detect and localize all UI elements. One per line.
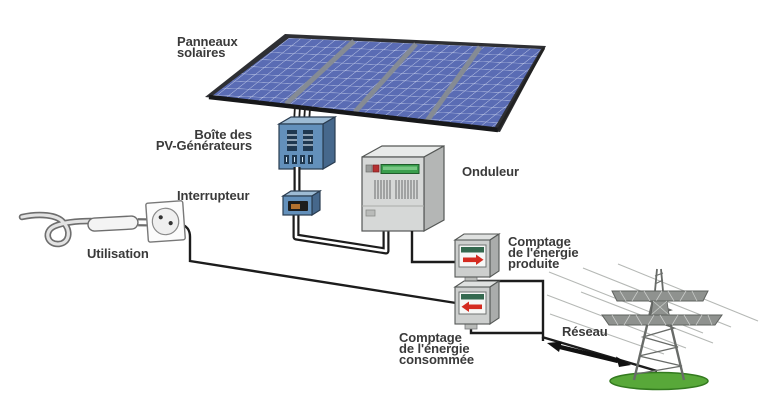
wire-inverter-to-produced-meter bbox=[410, 231, 456, 264]
consumed-energy-meter-icon bbox=[453, 279, 501, 330]
label-comptage-produite: Comptage de l'énergie produite bbox=[508, 234, 579, 272]
cable-switch-to-inverter bbox=[292, 212, 390, 255]
produced-energy-meter-icon bbox=[453, 232, 501, 283]
label-utilisation: Utilisation bbox=[87, 246, 149, 261]
arrow-left-icon bbox=[461, 301, 482, 312]
power-cord bbox=[18, 211, 95, 248]
solar-panel-icon bbox=[205, 34, 546, 133]
power-plug-icon bbox=[87, 215, 154, 232]
label-reseau: Réseau bbox=[562, 324, 608, 339]
label-boite-pv-generateurs: Boîte des PV-Générateurs bbox=[155, 127, 252, 154]
pv-generator-box-icon bbox=[276, 115, 338, 171]
arrow-right-icon bbox=[463, 254, 484, 265]
transmission-tower-icon bbox=[601, 268, 723, 391]
label-comptage-consommee: Comptage de l'énergie consommée bbox=[399, 330, 474, 368]
inverter-display bbox=[380, 164, 420, 174]
label-panneaux-solaires: Panneaux solaires bbox=[177, 34, 238, 61]
grass-mound bbox=[609, 371, 709, 391]
wire-consumed-meter-to-grid bbox=[469, 327, 543, 335]
switch-icon bbox=[280, 189, 323, 217]
wire-socket-to-consumed-meter bbox=[179, 222, 457, 305]
grid-double-arrow-icon bbox=[547, 341, 631, 367]
label-interrupteur: Interrupteur bbox=[177, 188, 250, 203]
inverter-icon bbox=[361, 144, 445, 233]
label-onduleur: Onduleur bbox=[462, 164, 519, 179]
wall-socket-icon bbox=[145, 200, 186, 243]
